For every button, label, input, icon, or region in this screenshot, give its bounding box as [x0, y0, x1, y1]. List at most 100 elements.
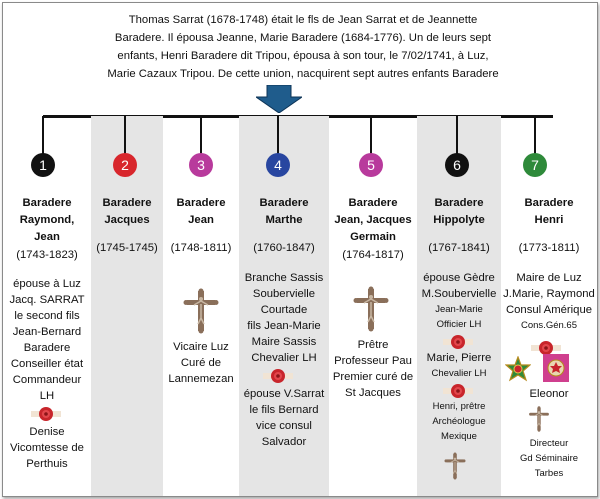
- note-line: Chevalier LH: [431, 368, 487, 379]
- child-column-6: 6 Baradere Hippolyte (1767-1841) épouse …: [417, 116, 501, 496]
- child-notes: Vicaire Luz Curé de Lannemezan: [163, 339, 239, 387]
- note-line: J.Marie, Raymond: [503, 288, 595, 300]
- note-line: épouse V.Sarrat: [243, 388, 325, 400]
- child-column-3: 3 Baradere Jean (1748-1811) Vicaire Luz …: [163, 116, 239, 496]
- child-number-badge: 3: [189, 153, 213, 177]
- connector-stem: [200, 116, 202, 154]
- note-line: Henri, prêtre: [432, 401, 486, 412]
- legion-honneur-rosette-icon: [443, 381, 473, 401]
- note-line: Chevalier LH: [251, 352, 317, 364]
- note-line: Directeur: [529, 438, 569, 449]
- child-name: Baradere Hippolyte: [419, 195, 499, 229]
- connector-stem: [124, 116, 126, 154]
- note-line: le second fils: [14, 310, 80, 322]
- child-number-badge: 6: [445, 153, 469, 177]
- crucifix-icon: [351, 286, 391, 332]
- name-line: Baradere: [102, 197, 152, 209]
- child-notes: Directeur Gd Séminaire Tarbes: [501, 436, 597, 481]
- note-line: Branche Sassis: [244, 272, 324, 284]
- intro-line: Thomas Sarrat (1678-1748) était le fls d…: [128, 14, 478, 26]
- crucifix-icon: [181, 288, 221, 334]
- note-line: Jean-Bernard: [12, 326, 82, 338]
- legion-honneur-rosette-icon: [263, 366, 293, 386]
- name-line: Baradere: [348, 197, 398, 209]
- legion-honneur-rosette-icon: [443, 332, 473, 352]
- note-line: Prêtre: [357, 339, 389, 351]
- child-column-7: 7 Baradere Henri (1773-1811) Maire de Lu…: [501, 116, 597, 496]
- note-line: Marie, Pierre: [426, 352, 492, 364]
- name-line: Jacques: [104, 214, 150, 226]
- note-line: Jacq. SARRAT: [9, 294, 85, 306]
- note-line: Courtade: [260, 304, 308, 316]
- note-line: Curé de: [180, 357, 222, 369]
- note-line: Conseiller état: [10, 358, 84, 370]
- intro-line: Baradere. Il épousa Jeanne, Marie Barade…: [114, 32, 492, 44]
- child-number-badge: 4: [266, 153, 290, 177]
- intro-line: enfants, Henri Baradere dit Tripou, épou…: [117, 50, 489, 62]
- note-line: Perthuis: [26, 458, 68, 470]
- child-number-badge: 5: [359, 153, 383, 177]
- down-arrow-icon: [256, 85, 302, 113]
- child-notes: Eleonor: [501, 386, 597, 402]
- order-medal-icon: [543, 354, 569, 382]
- child-dates: (1745-1745): [96, 242, 158, 254]
- note-line: épouse Gèdre: [423, 272, 495, 284]
- name-line: Baradere: [434, 197, 484, 209]
- note-line: Baradere: [23, 342, 71, 354]
- child-name: Baradere Jacques: [93, 195, 161, 229]
- note-line: Mexique: [441, 431, 477, 442]
- name-line: Jean, Jacques: [334, 214, 412, 226]
- name-line: Germain: [350, 231, 396, 243]
- child-name: Baradere Marthe: [241, 195, 327, 229]
- child-notes: épouse à Luz Jacq. SARRAT le second fils…: [3, 276, 91, 472]
- child-notes: Prêtre Professeur Pau Premier curé de St…: [329, 337, 417, 401]
- child-name: Baradere Henri: [503, 195, 595, 229]
- connector-stem: [277, 116, 279, 154]
- name-line: Marthe: [265, 214, 303, 226]
- note-line: Maire Sassis: [251, 336, 317, 348]
- child-dates: (1743-1823): [16, 249, 78, 261]
- child-notes: épouse Gèdre M.Soubervielle Jean-Marie O…: [417, 270, 501, 444]
- child-name: Baradere Raymond, Jean: [5, 195, 89, 246]
- child-dates: (1773-1811): [518, 242, 580, 254]
- child-name: Baradere Jean: [165, 195, 237, 229]
- intro-text: Thomas Sarrat (1678-1748) était le fls d…: [73, 11, 533, 83]
- child-column-2: 2 Baradere Jacques (1745-1745): [91, 116, 163, 496]
- intro-line: Marie Cazaux Tripou. De cette union, nac…: [107, 68, 499, 80]
- note-line: fils Jean-Marie: [247, 320, 321, 332]
- child-dates: (1760-1847): [253, 242, 315, 254]
- note-line: Premier curé de: [332, 371, 414, 383]
- legion-honneur-rosette-icon: [31, 404, 61, 424]
- note-line: le fils Bernard: [249, 404, 319, 416]
- note-line: Cons.Gén.65: [521, 320, 577, 331]
- child-number-badge: 7: [523, 153, 547, 177]
- note-line: Commandeur: [12, 374, 82, 386]
- note-line: Vicomtesse de: [10, 442, 84, 454]
- note-line: Eleonor: [529, 388, 569, 400]
- child-dates: (1767-1841): [428, 242, 490, 254]
- note-line: Denise: [29, 426, 65, 438]
- child-column-5: 5 Baradere Jean, Jacques Germain (1764-1…: [329, 116, 417, 496]
- child-name: Baradere Jean, Jacques Germain: [331, 195, 415, 246]
- name-line: Jean: [34, 231, 60, 243]
- child-number-badge: 2: [113, 153, 137, 177]
- name-line: Baradere: [176, 197, 226, 209]
- name-line: Raymond,: [19, 214, 75, 226]
- child-dates: (1764-1817): [342, 249, 404, 261]
- crucifix-icon: [443, 452, 467, 480]
- connector-stem: [370, 116, 372, 154]
- note-line: Vicaire Luz: [173, 341, 229, 353]
- name-line: Henri: [534, 214, 564, 226]
- note-line: Soubervielle: [252, 288, 316, 300]
- name-line: Hippolyte: [433, 214, 485, 226]
- child-column-1: 1 Baradere Raymond, Jean (1743-1823) épo…: [3, 116, 91, 496]
- note-line: M.Soubervielle: [421, 288, 497, 300]
- child-notes: Branche Sassis Soubervielle Courtade fil…: [239, 270, 329, 450]
- connector-stem: [42, 116, 44, 154]
- note-line: Professeur Pau: [334, 355, 412, 367]
- note-line: Lannemezan: [168, 373, 234, 385]
- note-line: épouse à Luz: [13, 278, 81, 290]
- note-line: Jean-Marie: [435, 304, 483, 315]
- child-number-badge: 1: [31, 153, 55, 177]
